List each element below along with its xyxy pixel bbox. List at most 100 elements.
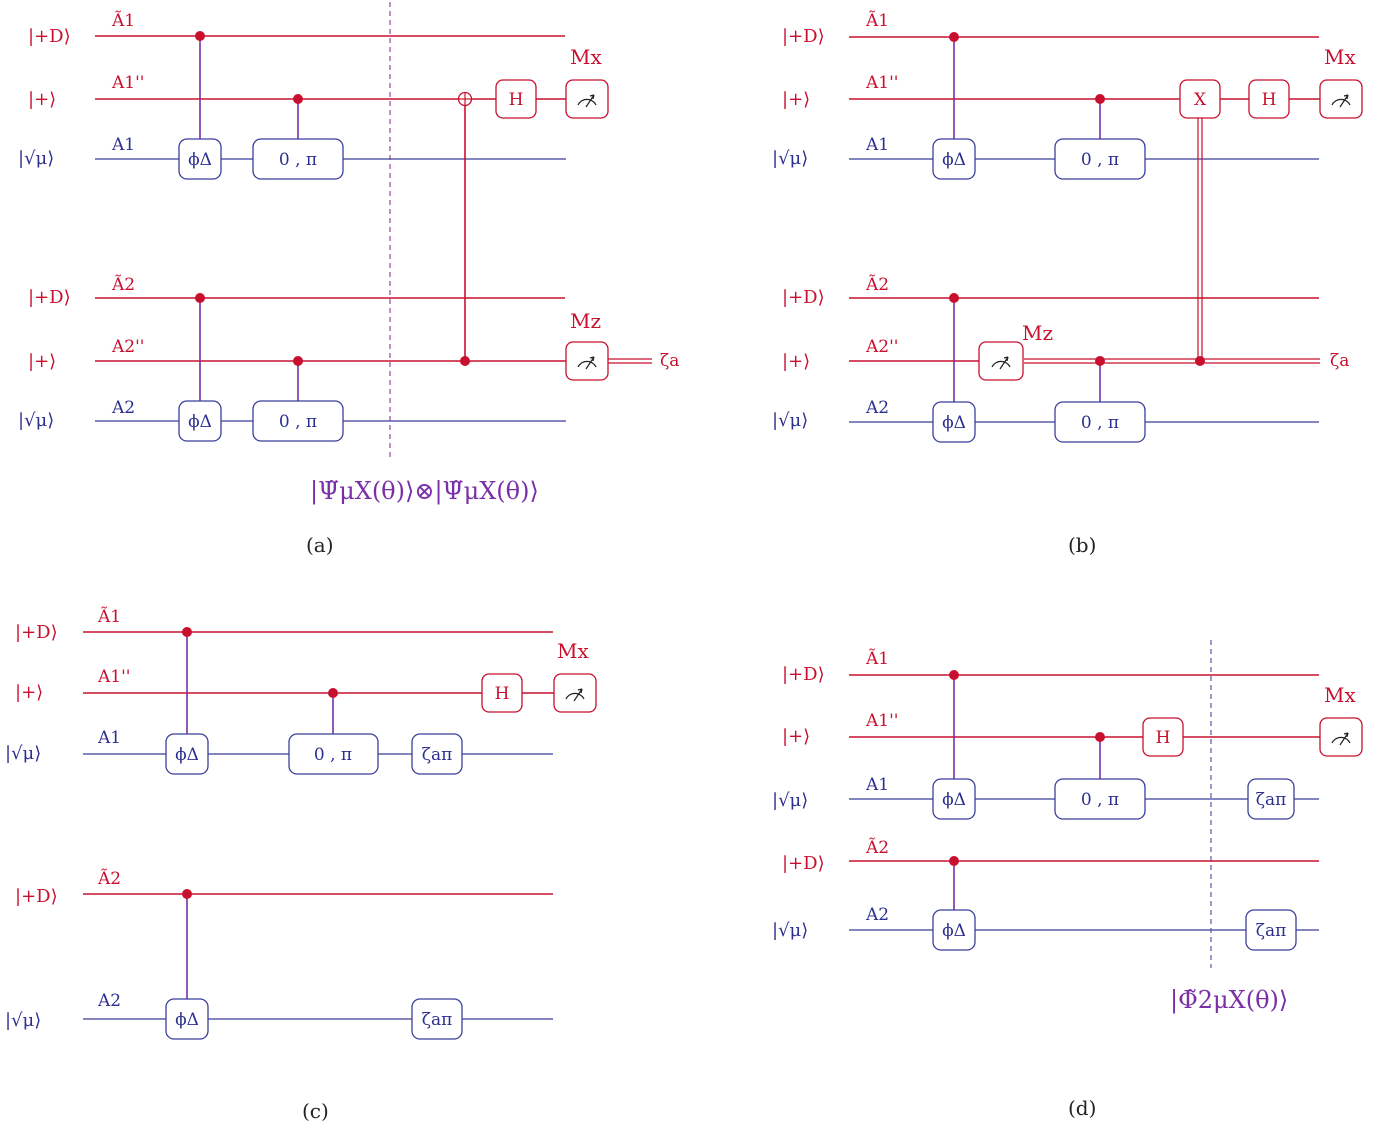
control-dot — [182, 627, 192, 637]
hadamard-gate: H — [1248, 79, 1290, 119]
phi-delta-gate: ϕΔ — [178, 400, 222, 442]
caption-a: (a) — [306, 533, 334, 557]
state-label-sqrt-mu: |√μ⟩ — [772, 410, 808, 431]
svg-text:ϕΔ: ϕΔ — [942, 921, 966, 941]
control-dot — [460, 356, 470, 366]
state-label-plus-d: |+D⟩ — [782, 664, 825, 685]
control-dot — [195, 31, 205, 41]
zeta-pi-gate: ζaπ — [1247, 778, 1295, 820]
wire-label-a2: A2 — [111, 398, 135, 418]
phi-delta-gate: ϕΔ — [165, 733, 209, 775]
control-dot — [1095, 356, 1105, 366]
control-dot — [293, 94, 303, 104]
phi-delta-gate: ϕΔ — [932, 909, 976, 951]
measurement-x-label: Mx — [570, 45, 602, 69]
control-dot — [182, 889, 192, 899]
hadamard-gate: H — [495, 79, 537, 119]
wire-label-a1-pp: A1'' — [865, 73, 898, 93]
pauli-x-gate: X — [1179, 79, 1221, 119]
measurement-z — [565, 341, 609, 381]
svg-text:0 , π: 0 , π — [1081, 150, 1119, 170]
control-dot — [293, 356, 303, 366]
output-zeta-label: ζa — [1330, 351, 1349, 371]
hadamard-gate: H — [1142, 717, 1184, 757]
state-label-sqrt-mu: |√μ⟩ — [5, 743, 41, 764]
svg-text:ζaπ: ζaπ — [1256, 790, 1287, 810]
svg-text:ζaπ: ζaπ — [1256, 921, 1287, 941]
caption-c: (c) — [302, 1099, 329, 1123]
caption-b: (b) — [1068, 533, 1096, 557]
svg-text:ϕΔ: ϕΔ — [942, 413, 966, 433]
caption-d: (d) — [1068, 1096, 1096, 1120]
state-label-sqrt-mu: |√μ⟩ — [772, 148, 808, 169]
wire-label-a2: A2 — [865, 905, 889, 925]
wire-label-a1-pp: A1'' — [97, 667, 130, 687]
zero-pi-gate: 0 , π — [1054, 138, 1146, 180]
svg-text:ζaπ: ζaπ — [422, 1010, 453, 1030]
state-label-plus: |+⟩ — [782, 726, 810, 747]
control-dot — [1095, 732, 1105, 742]
state-label-plus: |+⟩ — [28, 89, 56, 110]
wire-label-a1: A1 — [865, 775, 889, 795]
control-dot — [1095, 94, 1105, 104]
control-dot — [949, 856, 959, 866]
state-label-plus-d: |+D⟩ — [28, 26, 71, 47]
control-dot — [949, 293, 959, 303]
state-label-plus-d: |+D⟩ — [782, 26, 825, 47]
wire-label-a2-tilde: Ã2 — [865, 274, 889, 295]
panel-b: |+D⟩ |+⟩ |√μ⟩ |+D⟩ |+⟩ |√μ⟩ Ã1 A1'' A1 Ã… — [772, 10, 1363, 557]
svg-text:H: H — [1262, 90, 1277, 110]
zeta-pi-gate: ζaπ — [411, 733, 463, 775]
svg-text:ϕΔ: ϕΔ — [188, 412, 212, 432]
zero-pi-gate: 0 , π — [252, 400, 344, 442]
wire-label-a1-tilde: Ã1 — [97, 606, 121, 627]
measurement-z-label: Mz — [570, 309, 601, 333]
wire-label-a1-pp: A1'' — [865, 711, 898, 731]
zero-pi-gate: 0 , π — [1054, 401, 1146, 443]
wire-label-a2: A2 — [865, 398, 889, 418]
wire-label-a2-tilde: Ã2 — [111, 274, 135, 295]
state-annotation: |Ψ̃μX(θ)⟩⊗|Ψ̃μX(θ)⟩ — [310, 477, 539, 506]
svg-text:H: H — [1156, 728, 1171, 748]
measurement-x — [565, 79, 609, 119]
phi-delta-gate: ϕΔ — [932, 778, 976, 820]
phi-delta-gate: ϕΔ — [165, 998, 209, 1040]
svg-text:0 , π: 0 , π — [1081, 413, 1119, 433]
wire-label-a1-tilde: Ã1 — [865, 10, 889, 31]
zero-pi-gate: 0 , π — [288, 733, 379, 775]
svg-text:ϕΔ: ϕΔ — [942, 790, 966, 810]
phi-delta-gate: ϕΔ — [932, 401, 976, 443]
phi-delta-gate: ϕΔ — [932, 138, 976, 180]
svg-text:0 , π: 0 , π — [279, 412, 317, 432]
measurement-x — [553, 673, 597, 713]
state-label-plus-d: |+D⟩ — [28, 287, 71, 308]
state-label-sqrt-mu: |√μ⟩ — [772, 790, 808, 811]
wire-label-a2-tilde: Ã2 — [97, 868, 121, 889]
measurement-x-label: Mx — [1324, 45, 1356, 69]
state-label-plus-d: |+D⟩ — [15, 886, 58, 907]
state-label-plus: |+⟩ — [15, 682, 43, 703]
wire-label-a1-tilde: Ã1 — [111, 10, 135, 31]
svg-text:ζaπ: ζaπ — [422, 745, 453, 765]
state-label-plus: |+⟩ — [782, 351, 810, 372]
phi-delta-gate: ϕΔ — [178, 138, 222, 180]
state-label-sqrt-mu: |√μ⟩ — [772, 920, 808, 941]
measurement-x-label: Mx — [557, 639, 589, 663]
control-dot — [1195, 356, 1205, 366]
svg-text:X: X — [1194, 90, 1207, 110]
state-label-sqrt-mu: |√μ⟩ — [18, 148, 54, 169]
svg-text:ϕΔ: ϕΔ — [175, 745, 199, 765]
wire-label-a1: A1 — [865, 135, 889, 155]
measurement-z-label: Mz — [1022, 321, 1053, 345]
control-dot — [328, 688, 338, 698]
svg-text:H: H — [509, 90, 524, 110]
state-label-plus-d: |+D⟩ — [782, 287, 825, 308]
state-annotation: |Φ̃2μX(θ)⟩ — [1170, 986, 1288, 1015]
measurement-x-label: Mx — [1324, 683, 1356, 707]
wire-label-a2-pp: A2'' — [111, 337, 144, 357]
wire-label-a1-pp: A1'' — [111, 73, 144, 93]
svg-text:0 , π: 0 , π — [279, 150, 317, 170]
wire-label-a2-pp: A2'' — [865, 337, 898, 357]
wire-label-a1: A1 — [111, 135, 135, 155]
